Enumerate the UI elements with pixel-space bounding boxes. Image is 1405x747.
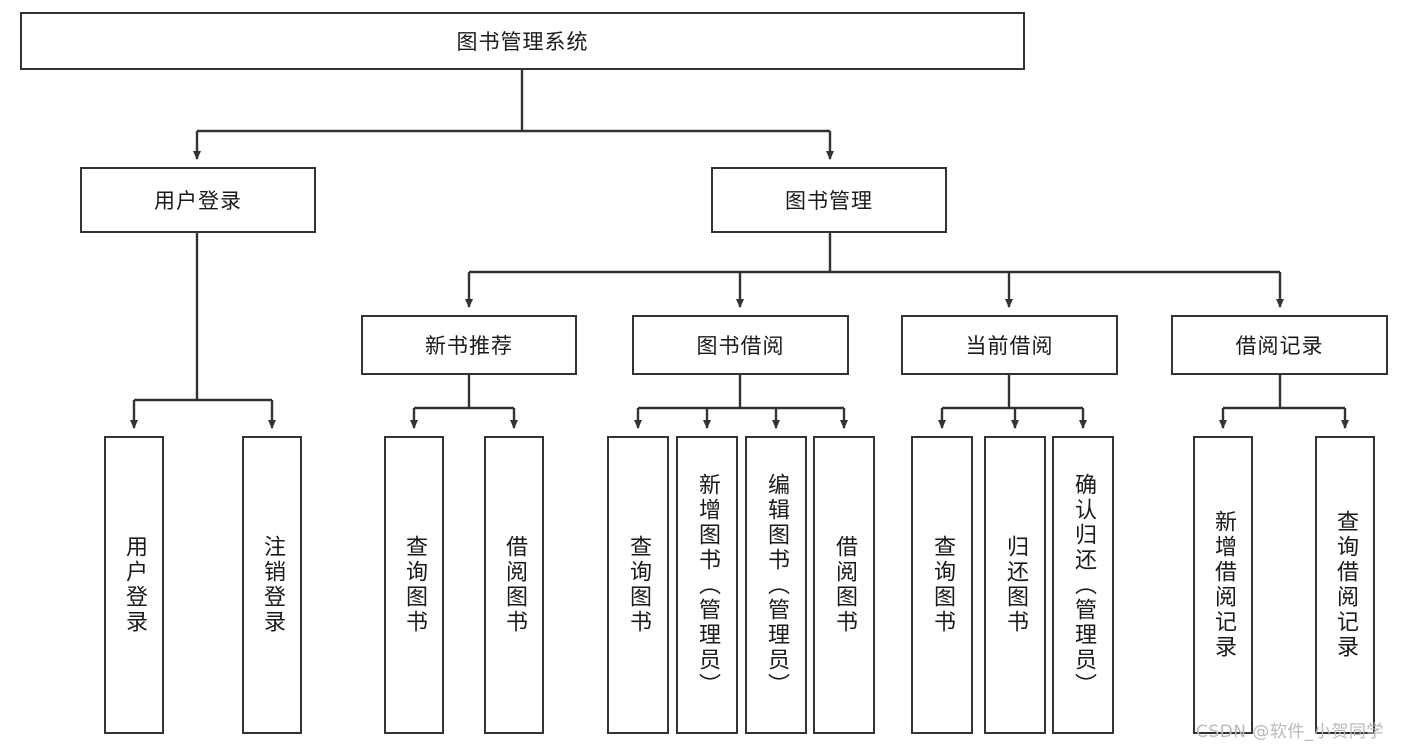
leaf-borrow-book[interactable]: 借阅图书 <box>813 436 875 734</box>
leaf-borrow-book-label: 借阅图书 <box>832 535 857 635</box>
edge-borrowrecord-to-leaves <box>1219 375 1349 429</box>
leaf-add-book-label: 新增图书（管理员） <box>695 472 720 698</box>
edge-userlogin-to-leaves <box>130 233 276 429</box>
leaf-user-login[interactable]: 用户登录 <box>104 436 164 734</box>
leaf-query-book-cur-label: 查询图书 <box>930 535 955 635</box>
node-book-manage-label: 图书管理 <box>785 189 873 213</box>
leaf-add-record-label: 新增借阅记录 <box>1211 510 1236 660</box>
csdn-watermark: CSDN @软件_小贺同学 <box>1196 722 1384 742</box>
leaf-logout-label: 注销登录 <box>260 535 285 635</box>
edge-newbookrec-to-leaves <box>410 375 518 429</box>
leaf-query-book-borrow-label: 查询图书 <box>626 535 651 635</box>
leaf-user-login-label: 用户登录 <box>122 535 147 635</box>
leaf-return-book-label: 归还图书 <box>1003 535 1028 635</box>
node-user-login[interactable]: 用户登录 <box>80 167 316 233</box>
edge-root-to-level2 <box>193 70 834 160</box>
leaf-edit-book[interactable]: 编辑图书（管理员） <box>745 436 807 734</box>
leaf-logout[interactable]: 注销登录 <box>242 436 302 734</box>
leaf-query-book-borrow[interactable]: 查询图书 <box>607 436 669 734</box>
leaf-query-record[interactable]: 查询借阅记录 <box>1315 436 1375 734</box>
node-root-label: 图书管理系统 <box>456 30 589 54</box>
leaf-borrow-book-rec[interactable]: 借阅图书 <box>484 436 544 734</box>
leaf-confirm-return-label: 确认归还（管理员） <box>1071 472 1096 698</box>
leaf-borrow-book-rec-label: 借阅图书 <box>502 535 527 635</box>
leaf-return-book[interactable]: 归还图书 <box>984 436 1046 734</box>
leaf-confirm-return[interactable]: 确认归还（管理员） <box>1052 436 1114 734</box>
edge-bookborrow-to-leaves <box>634 375 848 429</box>
leaf-edit-book-label: 编辑图书（管理员） <box>764 472 789 698</box>
leaf-query-book-rec[interactable]: 查询图书 <box>384 436 444 734</box>
node-current-borrow-label: 当前借阅 <box>965 334 1054 358</box>
leaf-add-book[interactable]: 新增图书（管理员） <box>676 436 738 734</box>
leaf-query-record-label: 查询借阅记录 <box>1333 510 1358 660</box>
edge-bookmanage-to-level3 <box>465 233 1284 308</box>
leaf-query-book-rec-label: 查询图书 <box>402 535 427 635</box>
node-current-borrow[interactable]: 当前借阅 <box>901 315 1118 375</box>
node-borrow-record-label: 借阅记录 <box>1235 334 1324 358</box>
edge-currentborrow-to-leaves <box>938 375 1087 429</box>
node-borrow-record[interactable]: 借阅记录 <box>1171 315 1388 375</box>
node-book-borrow-label: 图书借阅 <box>696 334 785 358</box>
leaf-add-record[interactable]: 新增借阅记录 <box>1193 436 1253 734</box>
node-root[interactable]: 图书管理系统 <box>20 12 1025 70</box>
node-new-book-rec-label: 新书推荐 <box>425 334 513 358</box>
node-book-borrow[interactable]: 图书借阅 <box>632 315 849 375</box>
leaf-query-book-cur[interactable]: 查询图书 <box>911 436 973 734</box>
node-book-manage[interactable]: 图书管理 <box>711 167 947 233</box>
node-new-book-rec[interactable]: 新书推荐 <box>361 315 577 375</box>
node-user-login-label: 用户登录 <box>154 189 242 213</box>
